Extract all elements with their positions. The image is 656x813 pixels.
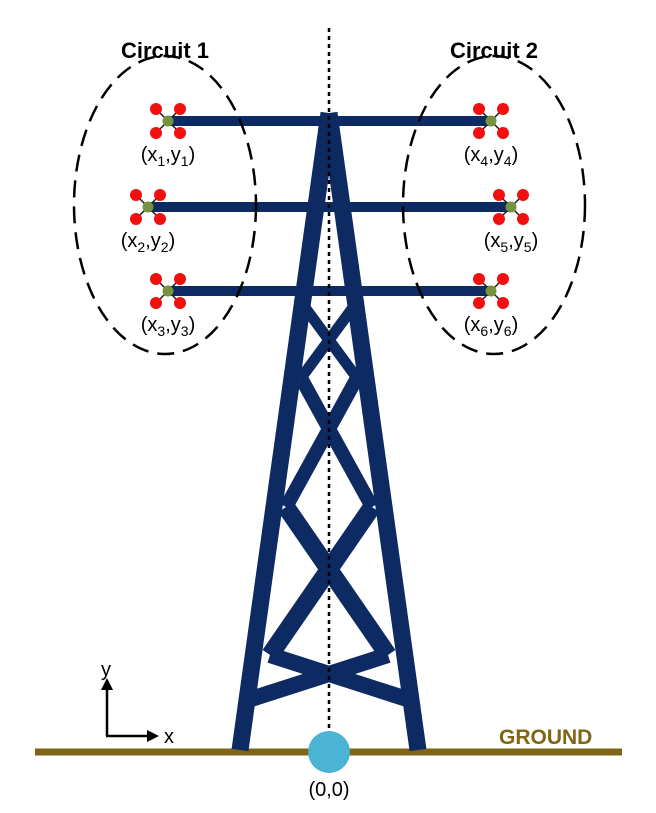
y-arrowhead (101, 678, 113, 690)
lattice-brace (267, 647, 413, 708)
bundle-center (485, 285, 497, 297)
subconductor (473, 103, 485, 115)
subconductor (497, 297, 509, 309)
lattice-brace (278, 501, 396, 661)
circuit-1-enclosure (72, 54, 258, 356)
subconductor (174, 273, 186, 285)
conductor-4-label: (x4,y4) (464, 144, 519, 169)
conductor-2-label: (x2,y2) (121, 230, 176, 255)
circuit-1-title: Circuit 1 (121, 38, 209, 63)
conductor-bundle-2 (130, 189, 166, 225)
bundle-center (162, 115, 174, 127)
bundle-center (505, 201, 517, 213)
bundle-center (485, 115, 497, 127)
x-arrowhead (147, 730, 159, 742)
subconductor (473, 273, 485, 285)
subconductor (517, 189, 529, 201)
circuit-2-enclosure (401, 54, 587, 356)
subconductor (174, 103, 186, 115)
bundle-center (162, 285, 174, 297)
lattice-brace (294, 374, 379, 511)
lattice-brace (279, 374, 364, 511)
bundle-center (142, 201, 154, 213)
x-axis-label: x (164, 726, 174, 748)
subconductor (150, 127, 162, 139)
conductor-bundle-5 (493, 189, 529, 225)
subconductor (493, 189, 505, 201)
subconductor (154, 213, 166, 225)
tower-leg-left (231, 111, 338, 752)
subconductor (150, 103, 162, 115)
lattice-brace (262, 501, 380, 661)
origin-label: (0,0) (308, 779, 349, 801)
y-axis-label: y (101, 659, 111, 681)
subconductor (497, 103, 509, 115)
subconductor (174, 297, 186, 309)
conductor-1-label: (x1,y1) (141, 144, 196, 169)
circuit-2-title: Circuit 2 (450, 38, 538, 63)
origin-marker (308, 731, 350, 773)
conductor-3-label: (x3,y3) (141, 314, 196, 339)
conductor-6-label: (x6,y6) (464, 314, 519, 339)
tower (148, 111, 511, 752)
subconductor (150, 297, 162, 309)
subconductor (497, 273, 509, 285)
subconductor (130, 213, 142, 225)
subconductor (473, 297, 485, 309)
subconductor (174, 127, 186, 139)
subconductor (493, 213, 505, 225)
subconductor (154, 189, 166, 201)
conductor-bundle-6 (473, 273, 509, 309)
subconductor (473, 127, 485, 139)
lattice-brace (296, 294, 365, 382)
tower-leg-right (320, 111, 427, 752)
conductor-bundle-3 (150, 273, 186, 309)
subconductor (517, 213, 529, 225)
subconductor (130, 189, 142, 201)
subconductor (497, 127, 509, 139)
conductor-bundle-1 (150, 103, 186, 139)
subconductor (150, 273, 162, 285)
axis-indicator (101, 678, 159, 742)
conductor-bundles (130, 103, 529, 309)
conductor-5-label: (x5,y5) (484, 230, 539, 255)
ground-label: GROUND (499, 726, 592, 749)
conductor-bundle-4 (473, 103, 509, 139)
